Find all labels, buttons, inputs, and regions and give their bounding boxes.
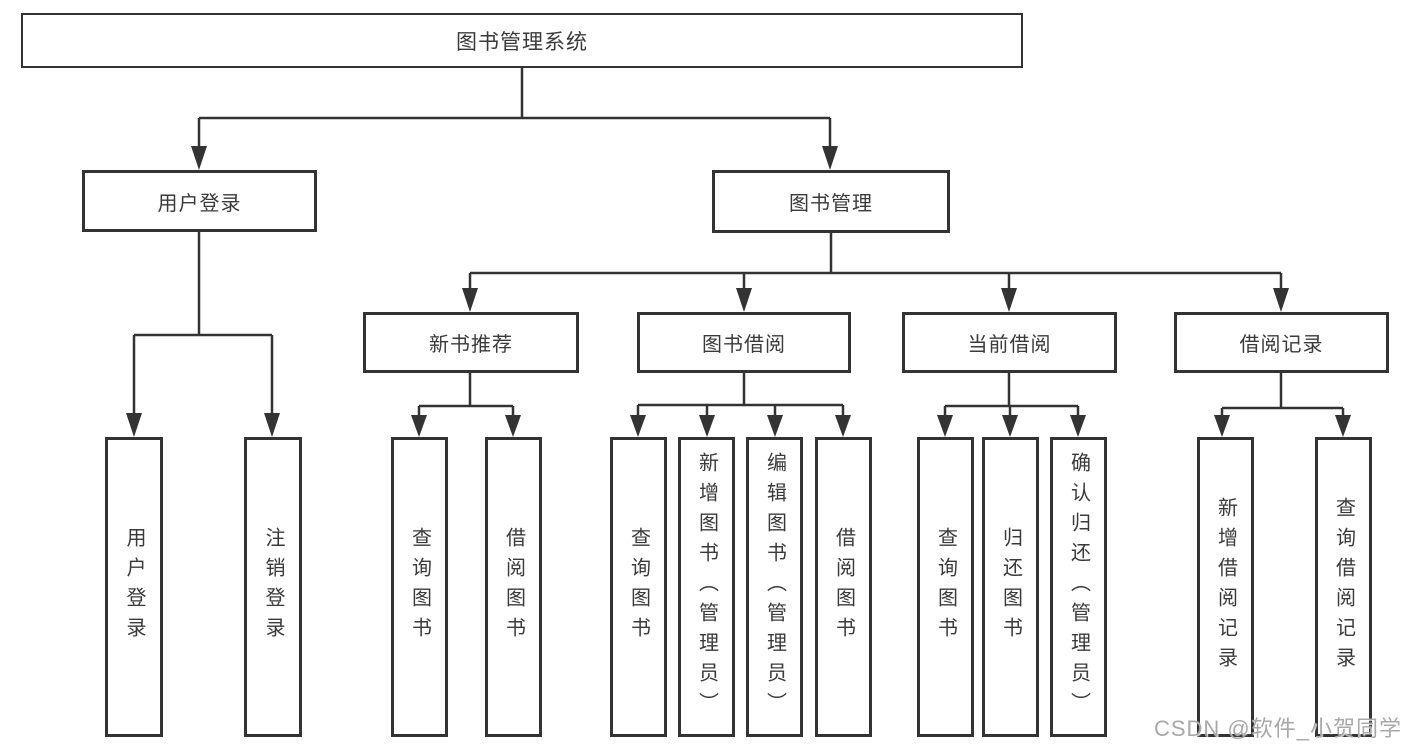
node-book-borrowing: 图书借阅 <box>637 312 851 373</box>
node-book-management: 图书管理 <box>712 170 950 233</box>
leaf-add-books-admin: 新增图书（管理员） <box>678 437 735 737</box>
node-library-management-system: 图书管理系统 <box>21 13 1023 68</box>
node-new-book-recommendation: 新书推荐 <box>363 312 579 373</box>
leaf-borrow-books-recommend: 借阅图书 <box>485 437 542 737</box>
arrowhead-icons <box>126 146 1351 437</box>
leaf-user-login: 用户登录 <box>105 437 163 737</box>
node-user-login: 用户登录 <box>82 170 317 232</box>
leaf-add-borrow-record: 新增借阅记录 <box>1197 437 1254 737</box>
leaf-query-books-recommend: 查询图书 <box>391 437 448 737</box>
watermark-csdn: CSDN @软件_小贺同学 <box>1153 716 1402 741</box>
leaf-return-books: 归还图书 <box>982 437 1039 737</box>
leaf-confirm-return-admin: 确认归还（管理员） <box>1050 437 1107 737</box>
leaf-query-books-borrow: 查询图书 <box>610 437 667 737</box>
node-borrowing-records: 借阅记录 <box>1174 312 1389 373</box>
leaf-logout-login: 注销登录 <box>244 437 302 737</box>
leaf-borrow-books: 借阅图书 <box>815 437 872 737</box>
leaf-edit-books-admin: 编辑图书（管理员） <box>746 437 803 737</box>
node-current-borrowing: 当前借阅 <box>902 312 1117 373</box>
leaf-query-borrow-record: 查询借阅记录 <box>1315 437 1372 737</box>
leaf-query-books-current: 查询图书 <box>917 437 974 737</box>
